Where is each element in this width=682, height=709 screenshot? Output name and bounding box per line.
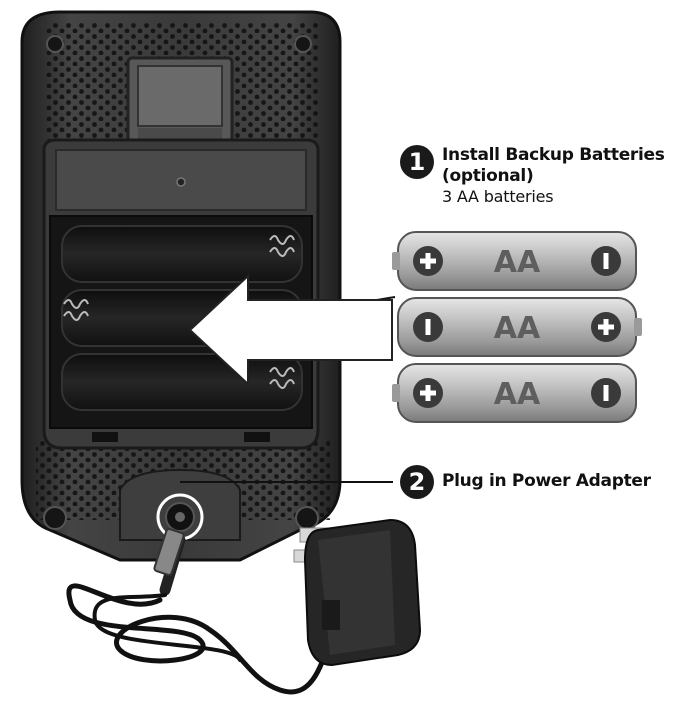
spring-top-right — [269, 235, 295, 257]
door-screw — [176, 177, 186, 187]
step-2: 2 Plug in Power Adapter — [400, 465, 680, 499]
power-jack — [119, 468, 241, 541]
step-1-subtitle: 3 AA batteries — [442, 187, 554, 206]
spring-middle-left — [63, 299, 89, 321]
power-adapter — [293, 518, 422, 667]
battery-1: AA — [392, 231, 637, 291]
step-1-badge: 1 — [400, 145, 434, 179]
battery-nub — [634, 318, 642, 336]
battery-terminal-right — [591, 246, 621, 276]
step-1-title-line-1: Install Backup Batteries — [442, 145, 665, 165]
battery-terminal-right — [591, 378, 621, 408]
step-1-title-line-2: (optional) — [442, 166, 534, 186]
battery-terminal-left — [413, 246, 443, 276]
battery-nub — [392, 252, 400, 270]
battery-2: AA — [397, 297, 642, 357]
step-2-title: Plug in Power Adapter — [442, 471, 651, 491]
insert-arrow — [188, 273, 393, 387]
battery-label: AA — [494, 245, 541, 280]
battery-terminal-left — [413, 378, 443, 408]
screw-bottom-left — [43, 506, 67, 530]
screw-top-right — [294, 35, 312, 53]
battery-label: AA — [494, 377, 541, 412]
battery-label: AA — [494, 311, 541, 346]
battery-terminal-right — [591, 312, 621, 342]
step-1: 1 Install Backup Batteries (optional) 3 … — [400, 145, 680, 207]
battery-terminal-left — [413, 312, 443, 342]
spring-bottom-right — [269, 367, 295, 389]
battery-nub — [392, 384, 400, 402]
power-cord — [66, 528, 333, 695]
screw-top-left — [46, 35, 64, 53]
screw-bottom-right — [295, 506, 319, 530]
step-2-badge: 2 — [400, 465, 434, 499]
battery-3: AA — [392, 363, 637, 423]
